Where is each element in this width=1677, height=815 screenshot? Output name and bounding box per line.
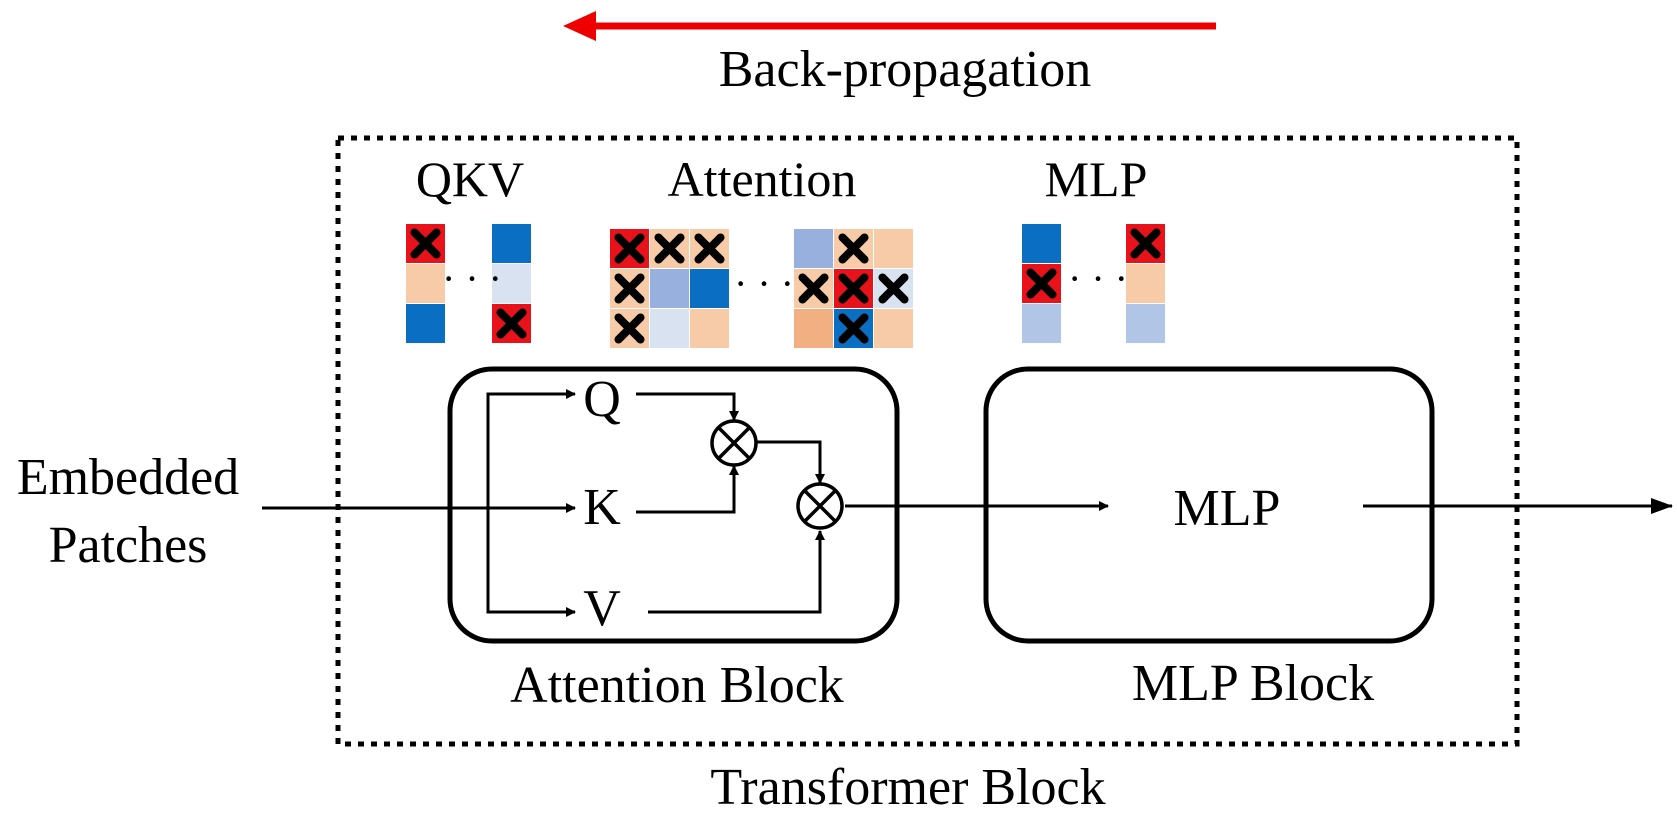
matrix-cell [1126, 264, 1165, 303]
input-label-line1: Embedded [17, 449, 239, 506]
pruned-x-icon [1026, 268, 1057, 299]
matrix-cell [874, 309, 913, 348]
matrix-cell [1126, 304, 1165, 343]
pruned-x-icon [838, 233, 869, 264]
matrix-cell [492, 264, 531, 303]
pruned-x-icon [838, 273, 869, 304]
multiply-op-1 [710, 419, 758, 467]
matrix-cell [1022, 224, 1061, 263]
matrix-cell [690, 269, 729, 308]
matrix-cell [492, 224, 531, 263]
pruned-x-icon [878, 273, 909, 304]
mlp-left-matrix [1022, 224, 1061, 343]
mlp-right-matrix [1126, 224, 1165, 343]
matrix-cell [874, 229, 913, 268]
qkv-ellipsis: · · · [442, 256, 502, 301]
qkv-right-matrix [492, 224, 531, 343]
backprop-arrow [563, 11, 1216, 41]
header-qkv: QKV [416, 151, 524, 207]
header-attention: Attention [668, 151, 857, 207]
q-label: Q [583, 371, 621, 428]
pruned-x-icon [1130, 228, 1161, 259]
header-mlp: MLP [1045, 151, 1148, 207]
pruned-x-icon [838, 313, 869, 344]
pruned-x-icon [798, 273, 829, 304]
k-label: K [583, 479, 621, 536]
attention-right-matrix [794, 229, 913, 348]
mlp-block-label: MLP Block [1132, 655, 1374, 712]
transformer-block-label: Transformer Block [710, 759, 1105, 815]
matrix-cell [1022, 304, 1061, 343]
attention-block-label: Attention Block [510, 657, 844, 714]
input-label-line2: Patches [49, 517, 208, 574]
transformer-block-frame [335, 135, 1520, 747]
matrix-cell [406, 304, 445, 343]
multiply-op-2 [796, 482, 844, 530]
matrix-cell [794, 229, 833, 268]
matrix-cell [794, 309, 833, 348]
mlp-inner-label: MLP [1174, 480, 1281, 537]
attention-connections [262, 389, 1673, 617]
backprop-label: Back-propagation [719, 41, 1092, 98]
matrix-cell [690, 309, 729, 348]
attention-ellipsis: · · · [734, 261, 794, 306]
matrix-cell [406, 264, 445, 303]
matrix-cell [650, 269, 689, 308]
v-label: V [583, 580, 621, 637]
pruned-x-icon [614, 233, 645, 264]
qkv-left-matrix [406, 224, 445, 343]
pruned-x-icon [496, 308, 527, 339]
attention-left-matrix [610, 229, 729, 348]
pruned-x-icon [614, 273, 645, 304]
matrix-cell [650, 309, 689, 348]
pruned-x-icon [614, 313, 645, 344]
mlp-block-box [983, 366, 1435, 644]
pruned-x-icon [694, 233, 725, 264]
pruned-x-icon [654, 233, 685, 264]
mlp-ellipsis: · · · [1068, 256, 1128, 301]
pruned-x-icon [410, 228, 441, 259]
